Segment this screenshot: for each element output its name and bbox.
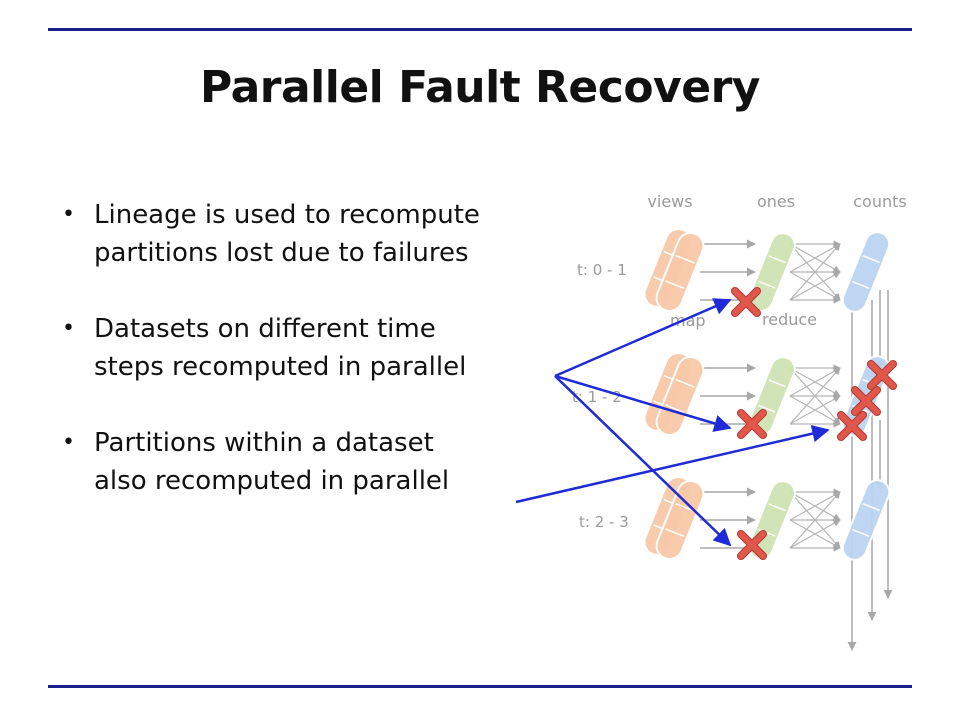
x-mark-ones-step2 <box>737 530 767 560</box>
bullet-partitions: Partitions within a dataset also recompu… <box>62 424 562 500</box>
arrow-to-step1-ones <box>554 374 732 432</box>
counts-partition-2 <box>841 479 891 561</box>
column-label-views: views <box>647 192 692 211</box>
x-mark-counts-c <box>837 411 867 441</box>
bullet-lineage: Lineage is used to recompute partitions … <box>62 196 562 272</box>
views-partition-front-0 <box>655 232 705 312</box>
bottom-rule <box>48 685 912 688</box>
step-label-1: t: 1 - 2 <box>572 388 622 406</box>
arrow-to-step2-ones <box>554 375 732 547</box>
map-arrows-0 <box>700 239 756 305</box>
bullet-lineage-line2: partitions lost due to failures <box>94 238 469 268</box>
top-rule <box>48 28 912 31</box>
bullet-partitions-line2: also recomputed in parallel <box>94 466 450 496</box>
step-label-0: t: 0 - 1 <box>577 261 627 279</box>
views-partition-front-1 <box>655 356 705 436</box>
column-label-ones: ones <box>757 192 795 211</box>
column-label-counts: counts <box>853 192 906 211</box>
op-label-reduce: reduce <box>762 310 817 329</box>
bullet-partitions-line1: Partitions within a dataset <box>94 428 434 458</box>
bullet-time-steps-line2: steps recomputed in parallel <box>94 352 467 382</box>
arrow-to-step0-ones <box>554 298 732 378</box>
reduce-arrows-2 <box>789 488 841 552</box>
x-mark-counts-a <box>867 360 897 390</box>
x-mark-ones-step0 <box>731 287 761 317</box>
reduce-arrows-1 <box>789 364 841 428</box>
time-step-2 <box>643 476 891 561</box>
views-partition-front-2 <box>655 480 705 560</box>
lineage-down-lines <box>847 290 893 651</box>
bullet-time-steps-line1: Datasets on different time <box>94 314 436 344</box>
recovery-arrows <box>515 298 830 547</box>
slide-title: Parallel Fault Recovery <box>200 62 760 113</box>
bullet-time-steps: Datasets on different time steps recompu… <box>62 310 562 386</box>
bullet-lineage-line1: Lineage is used to recompute <box>94 200 480 230</box>
arrow-to-counts-partitions <box>515 425 830 504</box>
failure-marks <box>731 287 897 560</box>
reduce-arrows-0 <box>789 240 841 304</box>
time-step-0 <box>643 228 891 313</box>
x-mark-ones-step1 <box>737 409 767 439</box>
step-label-2: t: 2 - 3 <box>579 513 629 531</box>
x-mark-counts-b <box>851 386 881 416</box>
counts-partition-0 <box>841 231 891 313</box>
bullet-list: Lineage is used to recompute partitions … <box>62 196 562 538</box>
